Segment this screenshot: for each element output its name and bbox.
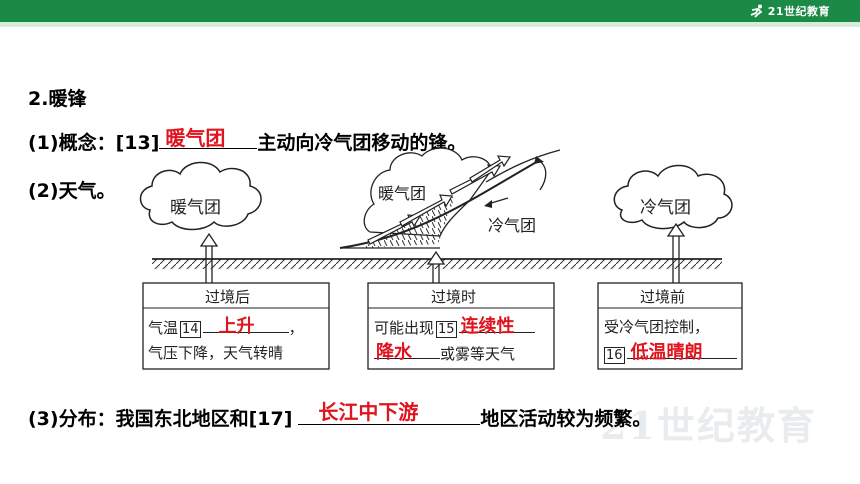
cloud-right xyxy=(613,164,733,230)
warm-arrow-2 xyxy=(399,194,454,227)
blank-16: 低温晴朗 xyxy=(626,342,737,363)
front-cold-label: 冷气团 xyxy=(488,216,537,235)
box-before xyxy=(597,282,743,370)
box-after-line2: 气压下降，天气转晴 xyxy=(148,344,284,362)
brand-name: 21世纪教育 xyxy=(767,5,830,18)
num-14: 14 xyxy=(180,321,201,338)
section-title: 2.暖锋 xyxy=(28,88,87,110)
arrow-left xyxy=(199,232,219,283)
blank-14: 上升 xyxy=(202,316,289,337)
distribution-line: (3)分布：我国东北地区和[17] 长江中下游 地区活动较为频繁。 xyxy=(28,400,652,431)
answer-14: 上升 xyxy=(218,316,255,337)
num-15: 15 xyxy=(436,321,457,338)
brand-logo: 21世纪教育 xyxy=(749,2,830,20)
answer-16: 低温晴朗 xyxy=(630,342,703,363)
distribution-suffix: 地区活动较为频繁。 xyxy=(480,408,652,430)
box-after xyxy=(142,282,330,370)
watermark: 21世纪教育 xyxy=(600,403,817,448)
distribution-prefix: (3)分布：我国东北地区和[17] xyxy=(28,408,293,430)
distribution-blank: 长江中下游 xyxy=(298,400,481,425)
box-during-title: 过境时 xyxy=(431,288,477,306)
concept-suffix: 主动向冷气团移动的锋。 xyxy=(257,132,467,154)
concept-blank: 暖气团 xyxy=(159,126,258,150)
blank-15: 连续性 xyxy=(458,316,535,337)
distribution-answer: 长江中下游 xyxy=(318,400,419,424)
cloud-right-label: 冷气团 xyxy=(640,198,691,218)
box-after-title: 过境后 xyxy=(205,288,251,306)
answer-15a: 连续性 xyxy=(460,316,515,337)
cold-air-flow xyxy=(537,159,547,191)
cloud-left xyxy=(139,161,262,231)
blank-15b: 降水 xyxy=(374,342,440,363)
warm-arrow-4 xyxy=(469,155,512,183)
concept-prefix: (1)概念：[13] xyxy=(28,132,160,154)
box-during-line2: 降水或雾等天气 xyxy=(374,342,515,364)
weather-label: (2)天气。 xyxy=(28,180,116,202)
front-warm-label: 暖气团 xyxy=(378,184,427,203)
cloud-left-label: 暖气团 xyxy=(170,198,221,218)
concept-line: (1)概念：[13]暖气团 主动向冷气团移动的锋。 xyxy=(28,126,466,155)
runner-icon xyxy=(750,4,763,18)
upper-flow-line xyxy=(485,149,561,183)
answer-15b: 降水 xyxy=(376,342,412,363)
num-16: 16 xyxy=(604,347,625,364)
box-before-line1: 受冷气团控制， xyxy=(604,318,710,336)
box-during xyxy=(367,282,555,370)
concept-answer: 暖气团 xyxy=(165,126,226,150)
box-before-title: 过境前 xyxy=(640,288,686,306)
box-before-line2: 16 低温晴朗 xyxy=(604,342,737,364)
top-header-bar: 21世纪教育 xyxy=(0,0,860,27)
front-surface xyxy=(339,159,541,249)
arrow-right xyxy=(666,222,686,283)
header-stripe xyxy=(0,22,860,27)
arrow-middle xyxy=(426,250,446,283)
